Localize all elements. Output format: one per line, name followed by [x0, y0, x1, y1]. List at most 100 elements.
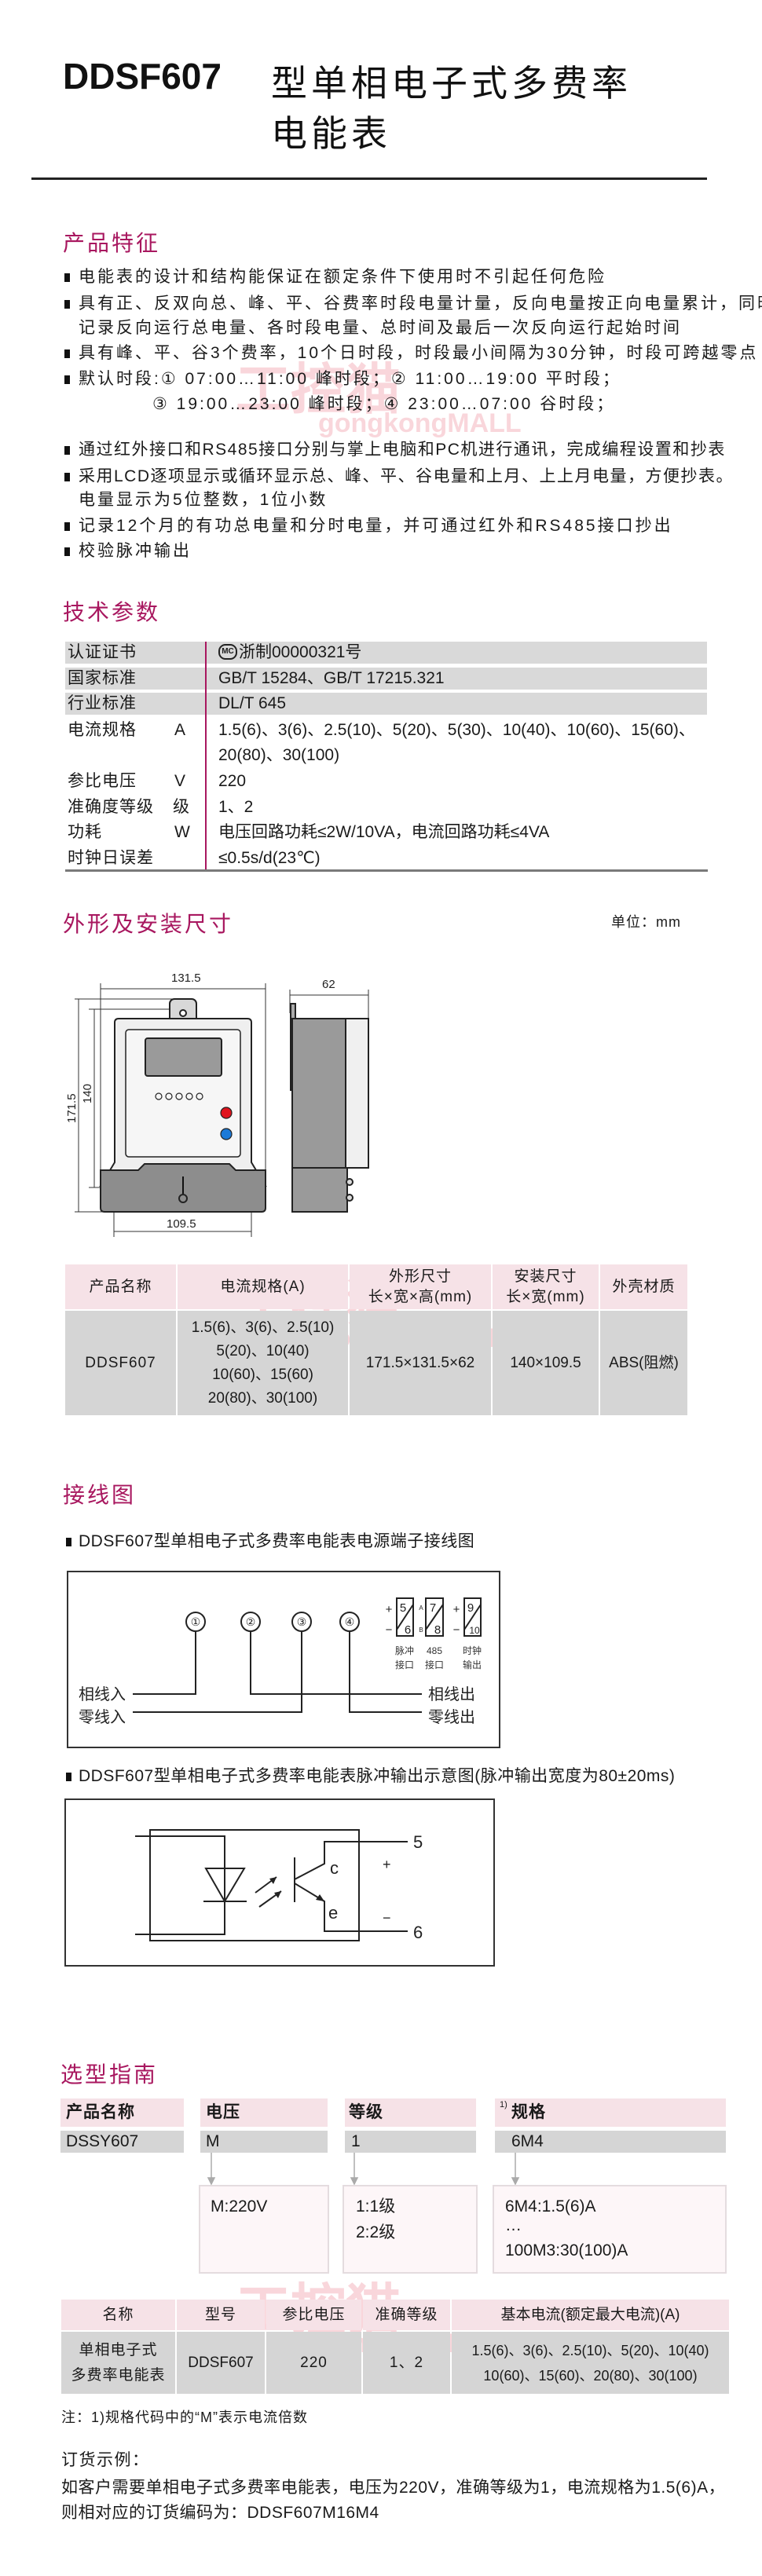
blue-led-icon — [220, 1128, 233, 1140]
code-header-label: 等级 — [349, 2103, 383, 2121]
emitter-label: e — [328, 1903, 338, 1923]
spec-value: 220 — [218, 772, 247, 790]
code-header — [200, 2098, 328, 2127]
spec-options — [493, 2185, 727, 2274]
table-cell: 1.5(6)、3(6)、2.5(10)、5(20)、10(40) 10(60)、… — [452, 2332, 729, 2394]
led-diode-icon — [204, 1868, 246, 1903]
feature-item-cont: 电量显示为5位整数，1位小数 — [79, 491, 328, 509]
code-value-text: 6M4 — [511, 2132, 544, 2150]
code-value — [495, 2131, 726, 2153]
option-text: … — [505, 2216, 522, 2234]
mc-cert-icon: MC — [218, 644, 237, 660]
bullet-icon — [64, 375, 70, 384]
table-cell: ABS(阻燃) — [600, 1311, 687, 1415]
table-row-bg — [65, 668, 707, 690]
aux-label: 脉冲 — [395, 1645, 414, 1656]
plus-sign: + — [383, 1857, 391, 1872]
bullet-icon — [64, 522, 70, 531]
pulse-output-diagram: 5 6 c e + − — [64, 1798, 495, 1967]
spec-unit: W — [174, 823, 192, 841]
spec-value: DL/T 645 — [218, 694, 286, 712]
pin-label: 7 — [430, 1601, 436, 1615]
pin-label: 8 — [434, 1623, 441, 1637]
table-cell: DDSF607 — [177, 2332, 265, 2394]
option-text: 100M3:30(100)A — [505, 2241, 628, 2259]
bullet-icon — [66, 1538, 71, 1546]
dim-label-mount-width: 109.5 — [167, 1217, 196, 1231]
order-example-heading: 订货示例： — [61, 2451, 150, 2469]
dim-label-width: 131.5 — [171, 971, 201, 985]
title-divider — [31, 177, 707, 180]
wire-neutral-in — [133, 1631, 302, 1713]
code-header-label: 产品名称 — [66, 2103, 135, 2121]
section-heading-dimensions: 外形及安装尺寸 — [63, 912, 234, 936]
wire-neutral-out — [349, 1631, 422, 1713]
table-header: 型号 — [177, 2300, 265, 2330]
terminal-4-label: ④ — [345, 1615, 355, 1628]
power-terminal-wiring-diagram: ① ② ③ ④ 相线入 零线入 相线出 零线出 5 6 + − 7 8 A B … — [67, 1571, 500, 1748]
spec-label: 准确度等级 — [68, 798, 154, 816]
red-led-icon — [220, 1107, 233, 1119]
neutral-in-label: 零线入 — [79, 1708, 126, 1726]
selection-arrows — [207, 2153, 520, 2186]
spec-value: 20(80)、30(100) — [218, 746, 340, 764]
section-heading-selection: 选型指南 — [60, 2062, 159, 2087]
clock-terminal — [463, 1597, 482, 1637]
table-row-bg — [65, 642, 707, 664]
table-header: 基本电流(额定最大电流)(A) — [452, 2300, 729, 2330]
table-bottom-rule — [65, 869, 708, 872]
spec-unit: A — [174, 721, 189, 739]
footnote: 注：1)规格代码中的“M”表示电流倍数 — [61, 2410, 308, 2425]
order-example-text: 如客户需要单相电子式多费率电能表，电压为220V，准确等级为1，电流规格为1.5… — [61, 2479, 726, 2497]
feature-item: 记录12个月的有功总电量和分时电量，并可通过红外和RS485接口抄出 — [79, 517, 673, 535]
table-header: 准确等级 — [363, 2300, 450, 2330]
wiring-caption: DDSF607型单相电子式多费率电能表电源端子接线图 — [79, 1532, 475, 1550]
code-header — [495, 2098, 726, 2127]
dim-label-mount-height: 140 — [81, 1084, 94, 1103]
option-text: M:220V — [211, 2197, 268, 2216]
bullet-icon — [64, 349, 70, 358]
unit-label: 单位：mm — [611, 914, 681, 930]
meter-outline-drawing: 131.5 62 171.5 140 109.5 — [65, 971, 369, 1237]
spec-value: 1.5(6)、3(6)、2.5(10)、5(20)、5(30)、10(40)、1… — [218, 721, 695, 739]
pin-label: 9 — [467, 1601, 474, 1615]
dim-label-height: 171.5 — [65, 1093, 79, 1123]
table-header: 产品名称 — [65, 1264, 176, 1309]
bullet-icon — [64, 300, 70, 309]
code-value — [200, 2131, 328, 2153]
code-value-text: DSSY607 — [66, 2132, 139, 2150]
table-header: 安装尺寸 长×宽(mm) — [493, 1264, 599, 1309]
aux-label: 接口 — [395, 1659, 414, 1670]
table-cell: 220 — [266, 2332, 361, 2394]
bullet-icon — [64, 547, 70, 556]
spec-value: 1、2 — [218, 798, 254, 816]
code-header-label: 电压 — [206, 2103, 240, 2121]
pin-label: 10 — [469, 1625, 480, 1636]
code-value — [60, 2131, 184, 2153]
table-header: 电流规格(A) — [178, 1264, 348, 1309]
aux-label: 输出 — [463, 1659, 482, 1670]
aux-label: 时钟 — [463, 1645, 482, 1656]
bullet-icon — [64, 473, 70, 481]
optocoupler-body — [149, 1829, 360, 1941]
collector-label: c — [330, 1858, 339, 1878]
terminal-2-label: ② — [246, 1615, 256, 1628]
page-title-model: DDSF607 — [63, 56, 222, 97]
code-value — [345, 2131, 476, 2153]
grade-options — [343, 2185, 478, 2274]
code-value-text: 1 — [351, 2132, 363, 2150]
voltage-options — [199, 2185, 329, 2274]
table-header: 外形尺寸 长×宽×高(mm) — [350, 1264, 491, 1309]
plus-sign: + — [453, 1603, 460, 1616]
phase-in-label: 相线入 — [79, 1685, 126, 1703]
wire-phase-in — [133, 1631, 196, 1695]
table-cell: 1.5(6)、3(6)、2.5(10) 5(20)、10(40) 10(60)、… — [178, 1311, 348, 1415]
phase-out-label: 相线出 — [428, 1685, 475, 1703]
neutral-out-label: 零线出 — [428, 1708, 475, 1726]
section-heading-wiring: 接线图 — [63, 1483, 137, 1507]
table-cell: 1、2 — [363, 2332, 450, 2394]
feature-item-cont: ③ 19:00…23:00 峰时段；④ 23:00…07:00 谷时段； — [152, 395, 616, 413]
page-title: 型单相电子式多费率 — [271, 63, 632, 104]
rs485-terminal — [425, 1597, 444, 1637]
spec-value: 浙制00000321号 — [239, 643, 362, 661]
